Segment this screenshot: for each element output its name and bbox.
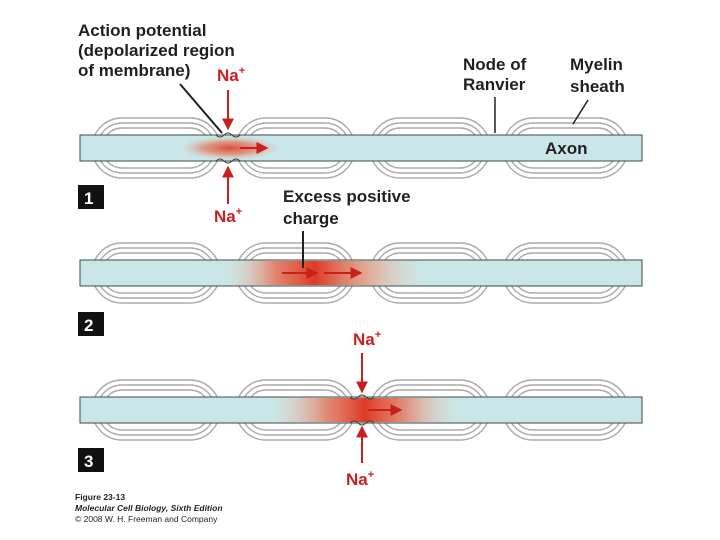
axon-label: Axon xyxy=(545,139,588,158)
axon-bar xyxy=(79,134,643,162)
sodium-ion-label-top-1: Na+ xyxy=(217,65,245,85)
svg-text:1: 1 xyxy=(84,189,93,208)
axon-rows xyxy=(79,117,643,441)
node-membrane-top xyxy=(349,394,375,400)
myelin-sheath-label: Myelin sheath xyxy=(570,55,628,96)
copyright-line: © 2008 W. H. Freeman and Company xyxy=(75,514,218,524)
step-badge-2: 2 xyxy=(78,312,104,336)
sodium-ion-label-top-3: Na+ xyxy=(353,329,381,349)
excess-positive-charge-label: Excess positive charge xyxy=(283,187,415,228)
node-membrane-top xyxy=(215,132,241,138)
svg-text:2: 2 xyxy=(84,316,93,335)
svg-text:3: 3 xyxy=(84,452,93,471)
myelin-sheath-leader-line xyxy=(572,99,589,125)
node-membrane-bottom xyxy=(215,158,241,164)
action-potential-leader-line xyxy=(179,83,223,134)
axon-row-3 xyxy=(79,379,643,441)
book-title: Molecular Cell Biology, Sixth Edition xyxy=(75,503,223,513)
action-potential-label: Action potential (depolarized region of … xyxy=(78,21,240,80)
depolarized-region xyxy=(270,398,460,422)
node-of-ranvier-label: Node of Ranvier xyxy=(463,55,531,94)
step-badge-1: 1 xyxy=(78,185,104,209)
figure-number: Figure 23-13 xyxy=(75,492,125,502)
sodium-ion-label-bottom-3: Na+ xyxy=(346,469,374,489)
sodium-ion-label-bottom-1: Na+ xyxy=(214,206,242,226)
node-membrane-bottom xyxy=(349,420,375,426)
axon-row-2 xyxy=(79,242,643,304)
step-badge-3: 3 xyxy=(78,448,104,472)
